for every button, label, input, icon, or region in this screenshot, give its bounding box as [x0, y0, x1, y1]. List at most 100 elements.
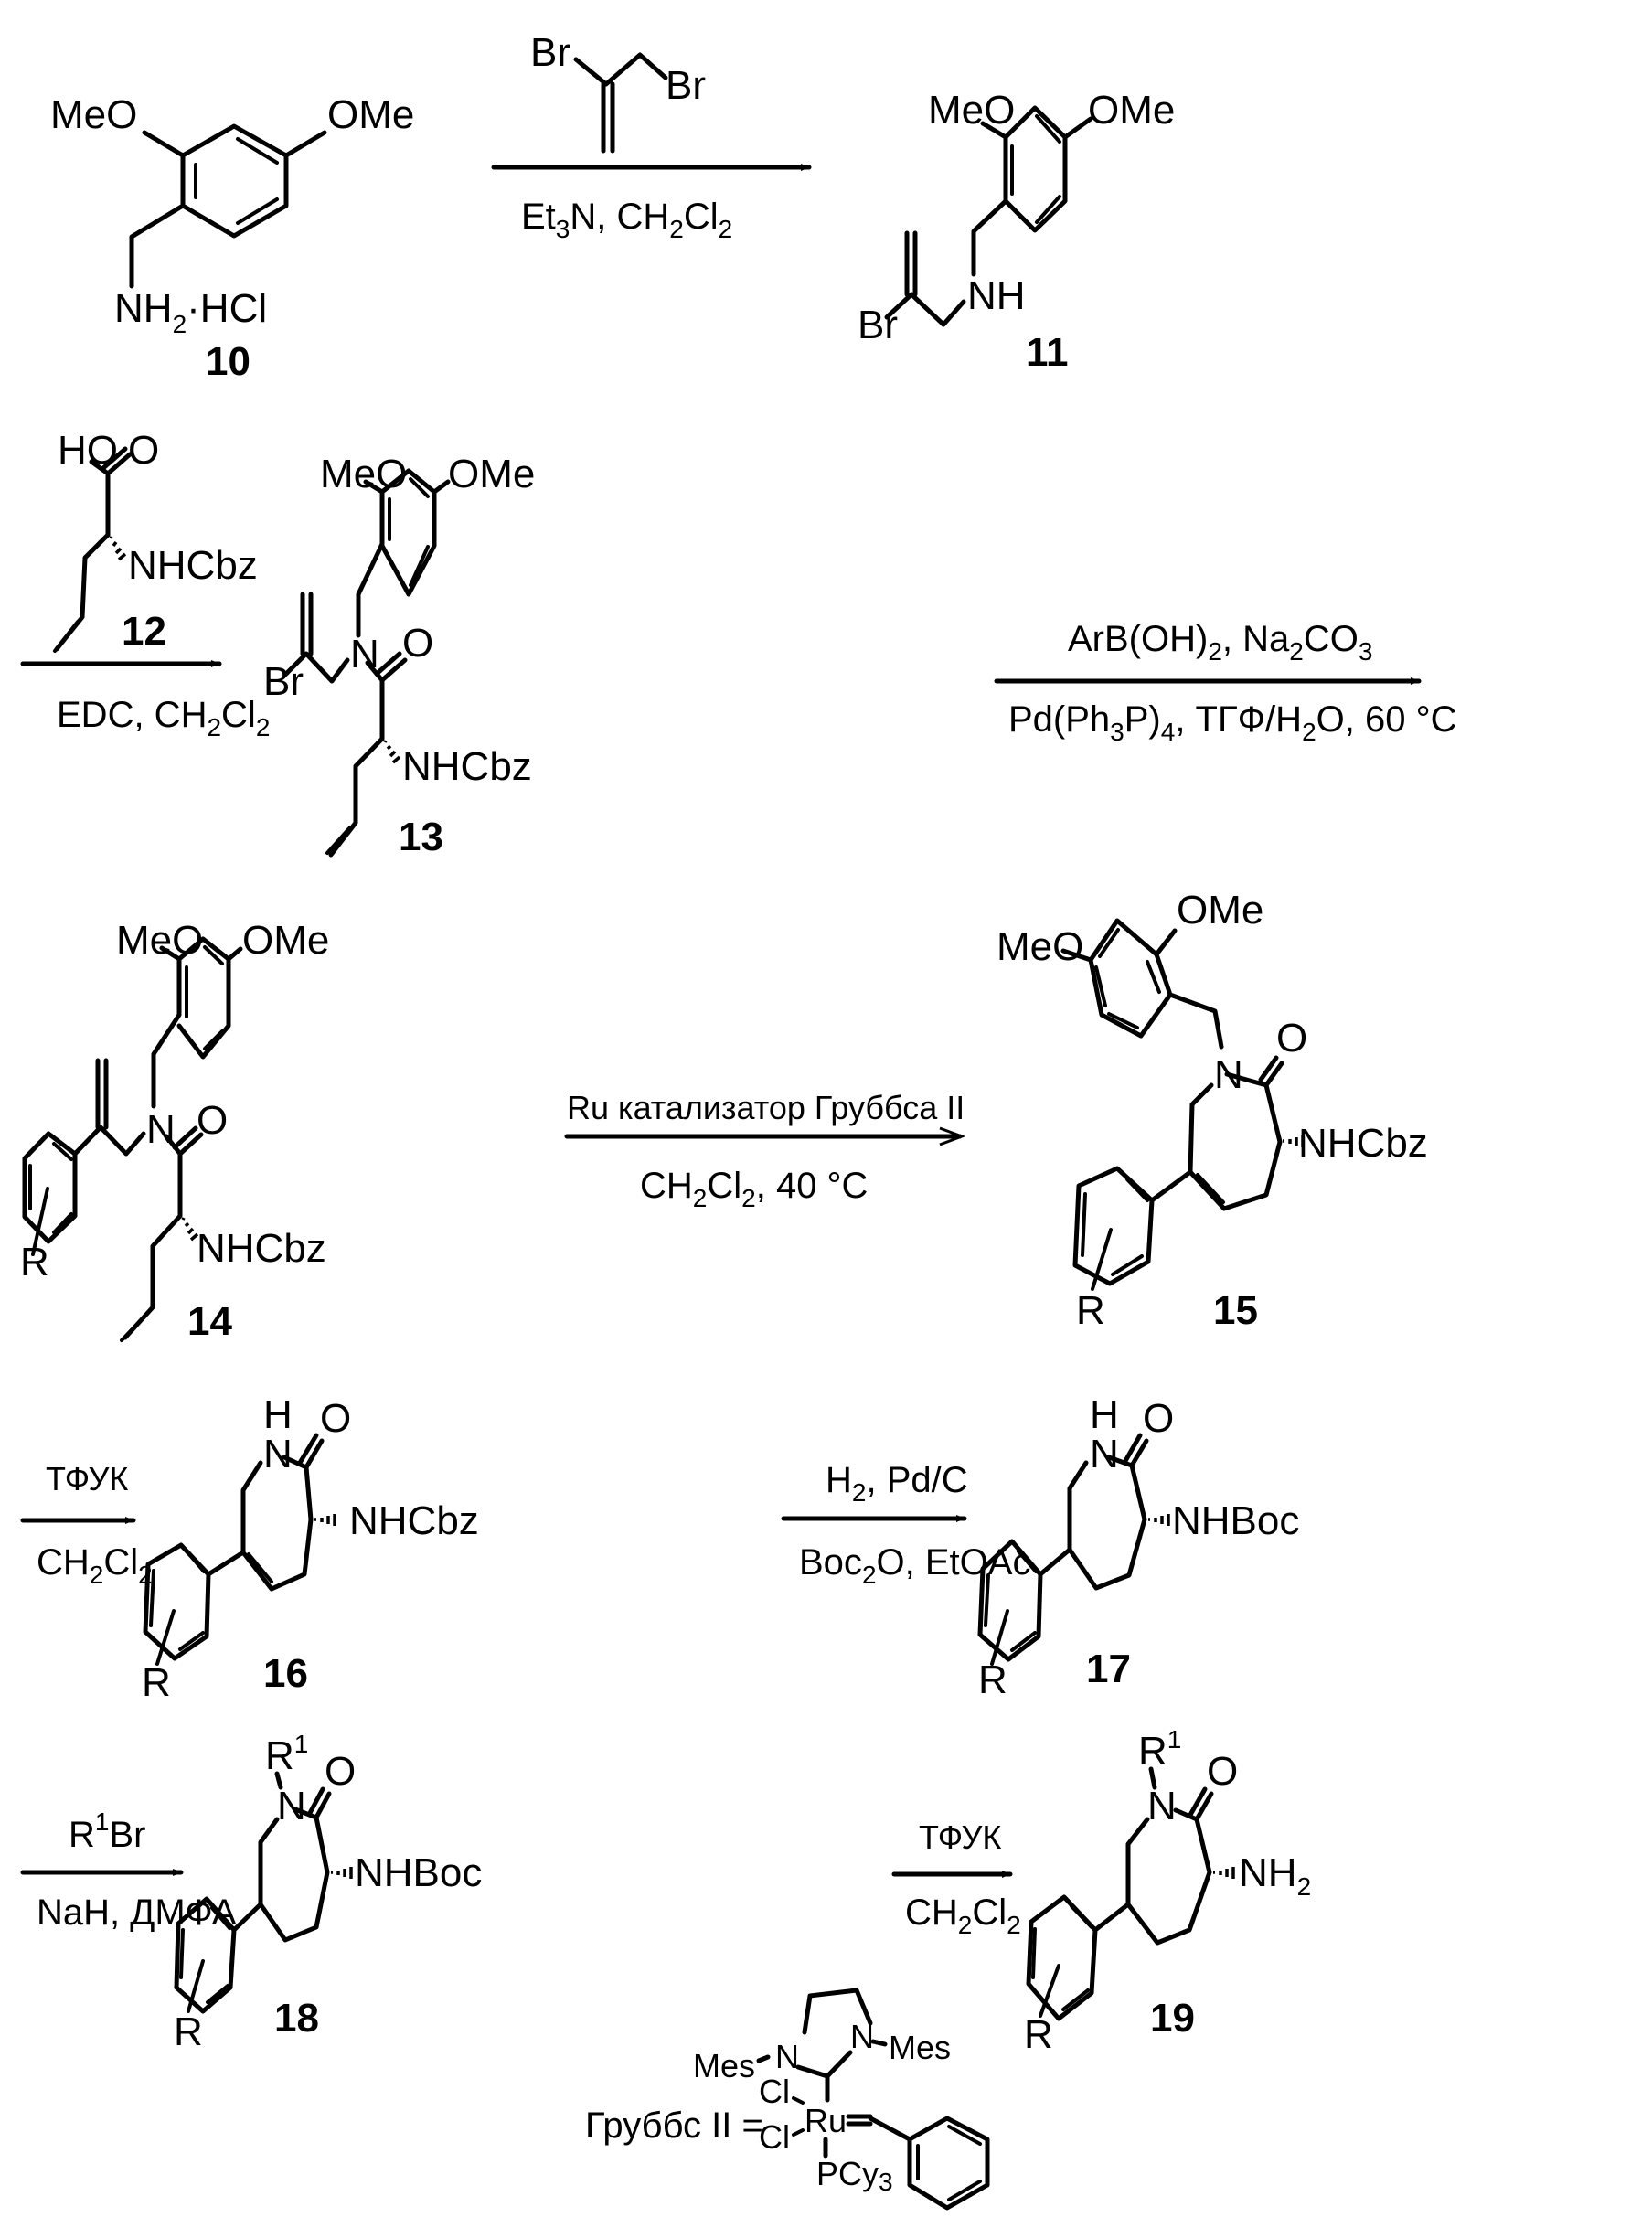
compound-17-nhboc: NHBoc	[1172, 1498, 1299, 1543]
compound-15-meo: MeO	[997, 924, 1083, 969]
step4-catalyst: Ru катализатор Груббса II	[567, 1089, 965, 1126]
grubbs-ii-n-right: N	[850, 2018, 874, 2055]
compound-12: HO O NHCbz 12	[53, 428, 258, 654]
compound-19-bonds	[1026, 1766, 1235, 2021]
compound-19: R1 N O NH2 R 19	[1024, 1725, 1311, 2057]
grubbs-ii-n-left: N	[775, 2038, 799, 2075]
compound-16-nhcbz: NHCbz	[349, 1498, 479, 1543]
step4-conditions: CH2Cl2, 40 °C	[640, 1166, 868, 1212]
compound-16-h: H	[263, 1392, 293, 1437]
compound-10-ome: OMe	[327, 92, 414, 137]
step6-conditions: Boc2O, EtOAc	[799, 1542, 1030, 1589]
compound-10-label: 10	[206, 339, 250, 384]
compound-19-label: 19	[1150, 1996, 1195, 2041]
step4-arrowhead	[939, 1126, 966, 1146]
compound-15-nhcbz: NHCbz	[1298, 1121, 1428, 1166]
compound-14-n: N	[146, 1107, 176, 1152]
step5-conditions: CH2Cl2	[37, 1542, 153, 1589]
compound-18-o: O	[325, 1749, 356, 1794]
compound-13-meo: MeO	[320, 452, 407, 496]
compound-11-nh: NH	[967, 273, 1026, 318]
step5: ТФУК CH2Cl2	[20, 1460, 153, 1589]
compound-18-r1: R1	[265, 1730, 308, 1778]
compound-14-bonds	[22, 936, 243, 1342]
compound-14-o: O	[197, 1098, 228, 1143]
compound-14-nhcbz: NHCbz	[197, 1226, 326, 1271]
compound-11-br: Br	[858, 303, 898, 347]
step6: H2, Pd/C Boc2O, EtOAc	[781, 1460, 1030, 1589]
compound-14-meo: MeO	[116, 918, 203, 963]
compound-11-meo: MeO	[928, 88, 1015, 133]
compound-17: H N O NHBoc R 17	[977, 1392, 1299, 1702]
compound-17-bonds	[977, 1433, 1170, 1666]
step8-conditions: CH2Cl2	[905, 1892, 1021, 1939]
grubbs-ii-catalyst: Груббс II = Mes N N Mes Cl Ru Cl PCy3	[585, 1988, 990, 2211]
grubbs-ii-label: Груббс II =	[585, 2105, 763, 2146]
compound-19-n: N	[1147, 1784, 1177, 1828]
compound-18-nhboc: NHBoc	[355, 1850, 482, 1895]
compound-17-r: R	[978, 1658, 1007, 1702]
compound-11-ome: OMe	[1088, 88, 1175, 133]
compound-13: MeO OMe N O Br NHCbz 13	[263, 452, 535, 859]
step8-reagent: ТФУК	[919, 1818, 1001, 1856]
compound-12-bonds	[53, 446, 133, 653]
grubbs-ii-mes-left: Mes	[693, 2047, 755, 2084]
compound-13-nhcbz: NHCbz	[402, 744, 532, 789]
compound-16-bonds	[143, 1433, 336, 1666]
compound-15-n: N	[1214, 1052, 1243, 1097]
compound-11-bonds	[884, 105, 1093, 327]
step7: R1Br NaH, ДМФА	[20, 1807, 237, 1933]
step8: ТФУК CH2Cl2	[891, 1818, 1021, 1939]
step1: Br Br Et3N, CH2Cl2	[491, 30, 812, 243]
step2-conditions: EDC, CH2Cl2	[57, 695, 270, 741]
compound-11: MeO OMe NH Br 11	[858, 88, 1175, 375]
compound-18-bonds	[174, 1771, 353, 2014]
compound-16-label: 16	[263, 1651, 308, 1696]
compound-17-o: O	[1143, 1396, 1174, 1441]
compound-16: H N O NHCbz R 16	[142, 1392, 479, 1705]
compound-15-r: R	[1076, 1288, 1105, 1333]
compound-13-label: 13	[399, 815, 443, 859]
compound-11-label: 11	[1026, 330, 1069, 375]
compound-15-bonds	[1060, 918, 1305, 1291]
step1-reagent-br1: Br	[530, 30, 570, 75]
step1-reagent-br2: Br	[666, 63, 706, 108]
compound-12-label: 12	[122, 609, 166, 654]
compound-17-label: 17	[1086, 1647, 1131, 1691]
compound-13-bonds	[282, 468, 451, 858]
compound-14-label: 14	[187, 1299, 232, 1344]
compound-19-r1: R1	[1138, 1725, 1181, 1774]
compound-18-n: N	[277, 1784, 306, 1828]
compound-19-nh2: NH2	[1239, 1850, 1311, 1901]
step4: Ru катализатор Груббса II CH2Cl2, 40 °C	[564, 1089, 966, 1212]
compound-18-label: 18	[274, 1996, 319, 2041]
compound-16-o: O	[320, 1396, 351, 1441]
compound-13-o: O	[402, 621, 433, 666]
grubbs-ii-mes-right: Mes	[889, 2029, 951, 2066]
compound-17-h: H	[1090, 1392, 1119, 1437]
compound-18-r: R	[174, 2009, 203, 2054]
step5-reagent: ТФУК	[46, 1460, 128, 1498]
step6-reagent: H2, Pd/C	[826, 1460, 968, 1507]
compound-12-ho: HO	[58, 428, 118, 473]
compound-16-r: R	[142, 1660, 171, 1705]
compound-10-meo: MeO	[50, 92, 137, 137]
compound-13-br: Br	[263, 659, 304, 704]
compound-15: MeO OMe N O NHCbz R 15	[997, 888, 1428, 1333]
step3: ArB(OH)2, Na2CO3 Pd(Ph3P)4, ТГФ/H2O, 60 …	[994, 619, 1456, 746]
compound-13-ome: OMe	[448, 452, 535, 496]
compound-15-label: 15	[1213, 1288, 1258, 1333]
grubbs-ii-pcy3: PCy3	[816, 2155, 893, 2196]
compound-10-bonds	[129, 123, 327, 289]
compound-19-r: R	[1024, 2012, 1053, 2057]
dibromopropene-reagent	[573, 52, 668, 154]
compound-17-n: N	[1090, 1432, 1119, 1476]
compound-14-ome: OMe	[242, 918, 329, 963]
compound-10: MeO OMe NH2·HCl 10	[50, 92, 414, 384]
grubbs-ii-ru: Ru	[805, 2102, 847, 2139]
compound-13-n: N	[350, 632, 379, 677]
compound-12-nhcbz: NHCbz	[128, 543, 258, 588]
step1-conditions: Et3N, CH2Cl2	[521, 197, 732, 243]
compound-15-o: O	[1276, 1016, 1307, 1061]
